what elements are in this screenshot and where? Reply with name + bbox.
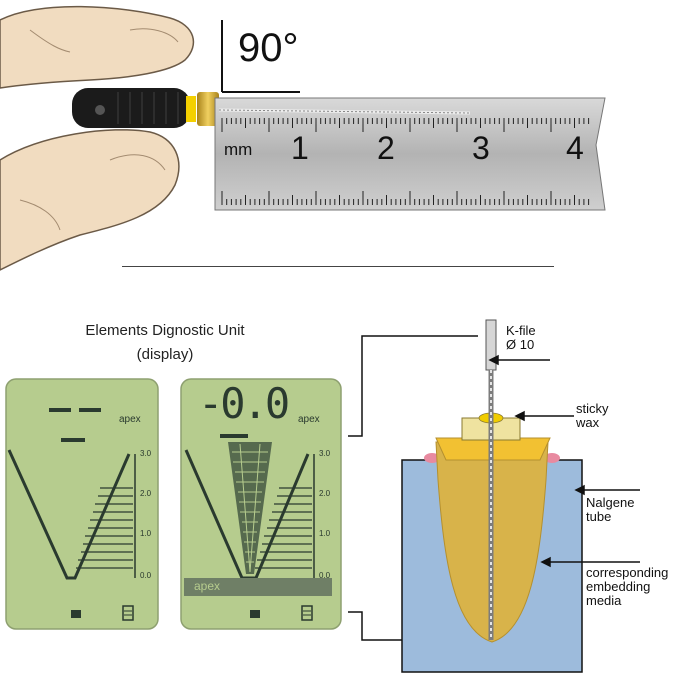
file-length-photo: 90° mm 1 2 3 4 [0,0,685,280]
ruler-number: 3 [472,130,490,166]
kfile-label: K-file Ø 10 [506,323,536,352]
ruler-number: 2 [377,130,395,166]
lcd-scale-label: 1.0 [140,529,152,538]
embedding-media-label: corresponding embedding media [586,565,669,608]
apex-bar-label: apex [194,579,221,593]
unit-title: Elements Dignostic Unit [85,322,245,339]
ruler-unit-label: mm [224,140,253,159]
upper-finger [0,5,195,89]
lcd-scale-label: 3.0 [140,449,152,458]
lcd-scale-label: 2.0 [319,489,331,498]
nalgene-tube-label: Nalgene tube [586,495,635,524]
rubber-stopper [197,92,219,126]
angle-label: 90° [238,26,299,70]
steel-ruler [214,97,606,211]
lcd-reading: -0.0 [198,379,290,428]
lcd-scale-label: 0.0 [140,571,152,580]
lcd-brand-label: apex [119,414,141,425]
lcd-scale-label: 1.0 [319,529,331,538]
embedding-schematic: K-file Ø 10 sticky wax Nalgene tube corr… [340,300,685,674]
section-divider [122,266,554,267]
lower-finger [0,129,180,271]
kfile-handle [72,88,190,128]
lcd-display-left: apex 3.0 2.0 1.0 0.0 [5,378,159,630]
ruler-number: 4 [566,130,584,166]
lcd-scale-label: 2.0 [140,489,152,498]
lcd-scale-label: 3.0 [319,449,331,458]
ruler-number: 1 [291,130,309,166]
lcd-brand-label: apex [298,414,320,425]
photo-illustration [0,5,606,271]
sticky-wax-label: sticky wax [576,401,609,430]
lcd-scale-label: 0.0 [319,571,331,580]
lcd-display-right: -0.0 apex 3.0 2.0 1.0 0.0 apex [180,378,342,630]
unit-subtitle: (display) [136,346,194,363]
